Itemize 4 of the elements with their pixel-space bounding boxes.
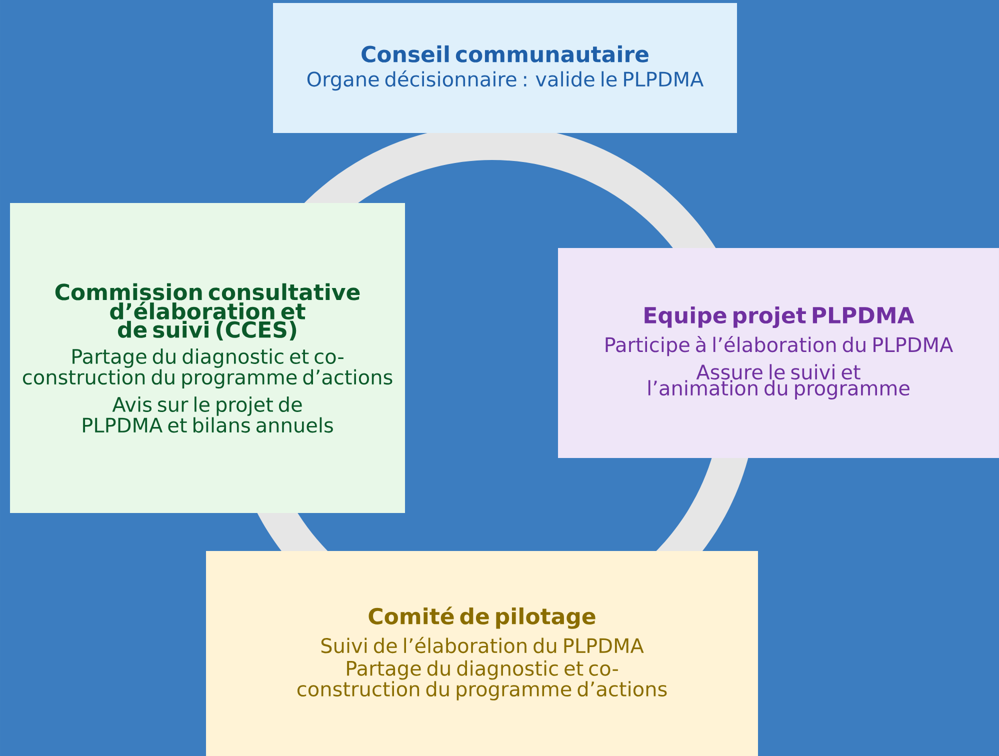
role-box: Conseil communautaire Organe décisionnaire : valide le PLPDMA (273, 3, 737, 133)
role-box: Commission consultative d’élaboration et de suivi (CCES) Partage du diagnostic et co-construction du programme d’actions Avis sur le projet de PLPDMA et bilans annuels (10, 203, 405, 513)
role-box: Equipe projet PLPDMA Participe à l’élaboration du PLPDMA Assure le suivi et l’animation du programme (558, 248, 999, 458)
role-box: Comité de pilotage Suivi de l’élaboration du PLPDMA Partage du diagnostic et co-construction du programme d’actions (206, 551, 758, 756)
